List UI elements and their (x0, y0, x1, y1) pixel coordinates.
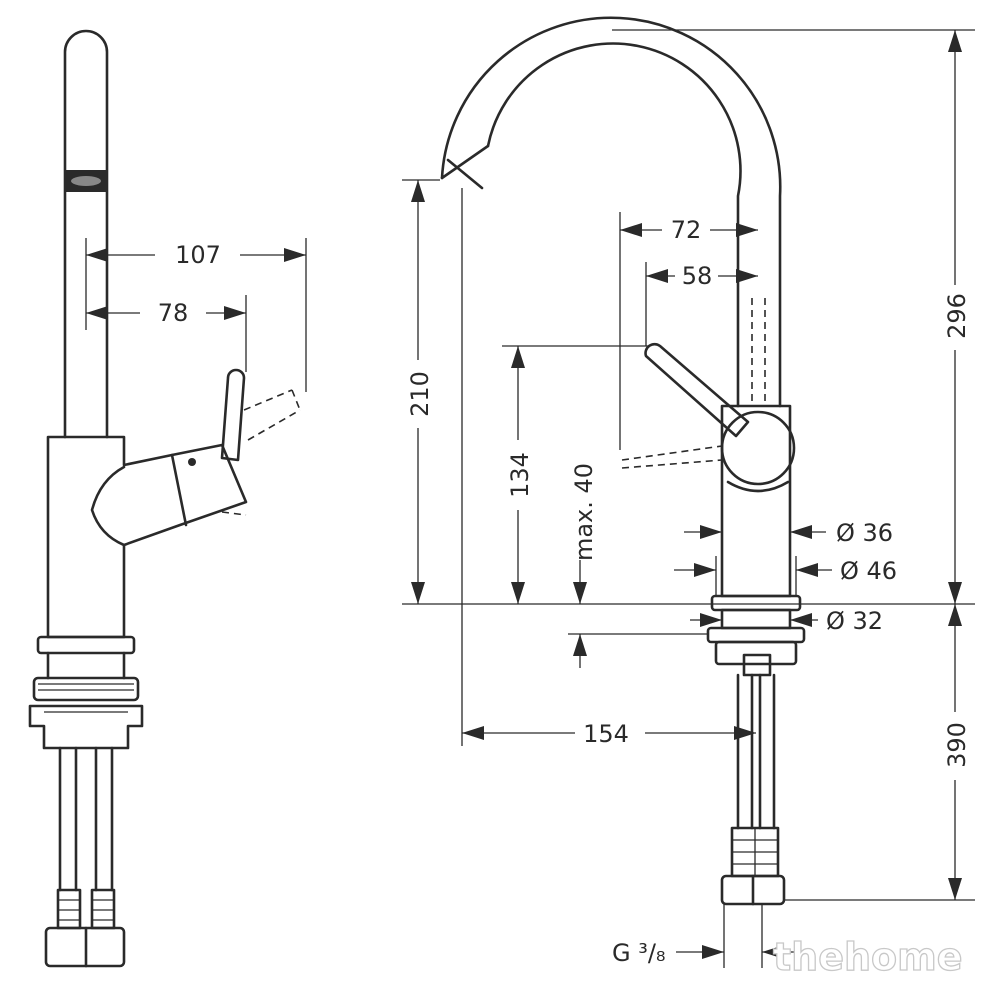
dim-107-label: 107 (175, 241, 221, 269)
dim-72-label: 72 (671, 216, 702, 244)
dim-58-label: 58 (682, 262, 713, 290)
front-body (720, 404, 792, 598)
dim-390-label: 390 (943, 722, 971, 768)
dim-134-label: 134 (506, 452, 534, 498)
dim-296-label: 296 (943, 293, 971, 339)
side-spout (63, 29, 109, 439)
dim-d36-label: Ø 36 (836, 519, 893, 547)
side-lever (220, 368, 246, 462)
front-lever (644, 342, 750, 438)
front-spout (486, 42, 742, 408)
dim-78-label: 78 (158, 299, 189, 327)
watermark-logo: thehome (773, 935, 963, 979)
dim-thread-label: G ³/₈ (612, 939, 666, 967)
dim-max40-label: max. 40 (570, 463, 598, 561)
side-body (46, 435, 248, 639)
dim-d32-label: Ø 32 (826, 607, 883, 635)
side-view: 107 78 (28, 29, 307, 968)
front-view: 296 390 210 134 max. 40 (402, 16, 975, 968)
dim-154-label: 154 (583, 720, 629, 748)
dim-210-label: 210 (406, 371, 434, 417)
dim-d46-label: Ø 46 (840, 557, 897, 585)
